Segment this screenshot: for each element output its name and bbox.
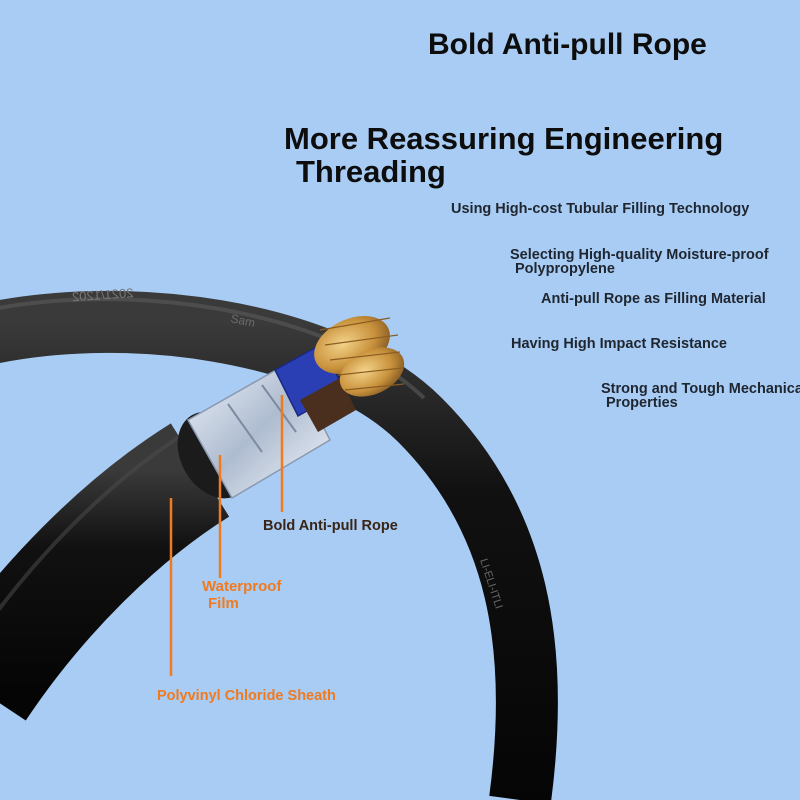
feature-5: Strong and Tough Mechanical Properties bbox=[601, 381, 800, 411]
feature-5-line-2: Properties bbox=[606, 395, 678, 411]
film-seam bbox=[261, 384, 297, 433]
brown-insulation bbox=[300, 378, 356, 432]
callout-film-line-1: Waterproof bbox=[202, 578, 282, 595]
feature-3-text: Anti-pull Rope as Filling Material bbox=[541, 291, 766, 307]
feature-2: Selecting High-quality Moisture-proof Po… bbox=[510, 247, 769, 277]
headline-line-2: Threading bbox=[296, 154, 446, 189]
feature-1: Using High-cost Tubular Filling Technolo… bbox=[451, 201, 750, 217]
cable-loop bbox=[0, 290, 558, 800]
callout-film-line-2: Film bbox=[208, 595, 239, 612]
feature-4: Having High Impact Resistance bbox=[511, 336, 727, 352]
cable-lower-highlight bbox=[0, 428, 192, 612]
copper-strands bbox=[314, 315, 405, 397]
film-seam bbox=[227, 403, 263, 453]
callout-pvc-sheath: Polyvinyl Chloride Sheath bbox=[157, 688, 336, 704]
feature-2-line-1: Selecting High-quality Moisture-proof bbox=[510, 247, 769, 263]
feature-1-text: Using High-cost Tubular Filling Technolo… bbox=[451, 201, 750, 217]
feature-2-line-2: Polypropylene bbox=[515, 261, 615, 277]
feature-5-line-1: Strong and Tough Mechanical bbox=[601, 381, 800, 397]
cable-lower-arc bbox=[0, 423, 230, 721]
callout-anti-pull-rope: Bold Anti-pull Rope bbox=[263, 518, 398, 534]
headline: More Reassuring Engineering Threading bbox=[284, 122, 723, 188]
callout-waterproof-film: Waterproof Film bbox=[202, 578, 281, 612]
feature-4-text: Having High Impact Resistance bbox=[511, 336, 727, 352]
feature-3: Anti-pull Rope as Filling Material bbox=[541, 291, 766, 307]
cable-print-mid: Sam bbox=[229, 311, 256, 330]
headline-line-1: More Reassuring Engineering bbox=[284, 121, 724, 156]
page-title: Bold Anti-pull Rope bbox=[428, 28, 707, 61]
cable-print-left: 2021/1202 bbox=[72, 285, 134, 304]
